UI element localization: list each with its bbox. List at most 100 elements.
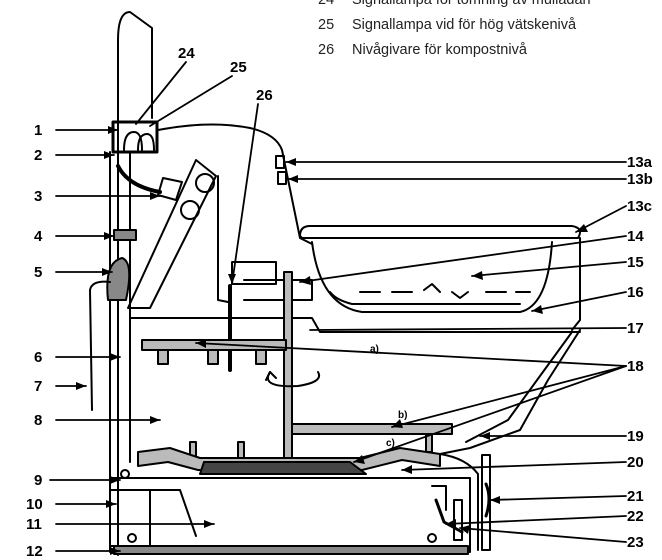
arrowhead — [354, 455, 365, 464]
leader-15 — [471, 261, 627, 277]
rotation-arrow — [267, 371, 320, 388]
callout-15: 15 — [627, 254, 644, 271]
callout-24: 24 — [178, 45, 195, 62]
leader-23 — [459, 527, 627, 543]
callout-8: 8 — [34, 412, 42, 429]
callout-7: 7 — [34, 378, 42, 395]
fan-box — [157, 177, 183, 201]
seat-lid — [299, 225, 581, 239]
bowl — [311, 241, 553, 313]
top-hood — [157, 123, 313, 245]
arrowhead — [446, 519, 456, 528]
arrowhead — [150, 192, 160, 200]
sublabel-b: b) — [398, 410, 407, 421]
callout-2: 2 — [34, 147, 42, 164]
callout-16: 16 — [627, 284, 644, 301]
callout-1: 1 — [34, 122, 42, 139]
callout-23: 23 — [627, 534, 644, 551]
part-22-bracket — [431, 485, 447, 511]
liquid-level — [359, 283, 531, 299]
callout-3: 3 — [34, 188, 42, 205]
arrowhead — [490, 496, 500, 504]
chamber-top — [129, 317, 581, 333]
bottom-plate-20 — [199, 461, 367, 475]
leader-18c — [353, 365, 627, 463]
leader-arrowheads — [76, 126, 588, 555]
part-5-handle — [106, 257, 131, 301]
part-9-pivot — [120, 469, 130, 479]
callout-13b: 13b — [627, 171, 653, 188]
callout-11: 11 — [26, 516, 42, 533]
arrowhead — [228, 274, 236, 284]
legend-text: Signallampa för tömning av mullådan — [352, 0, 591, 8]
callout-labels: 1 2 3 4 5 6 7 8 9 10 11 12 13a 13b 13c 1… — [26, 45, 653, 560]
lamp-24-bulb — [123, 131, 143, 151]
signal-lamp-housing — [111, 120, 159, 154]
arm-a-tine — [207, 349, 219, 365]
callout-25: 25 — [230, 59, 247, 76]
callout-13c: 13c — [627, 198, 652, 215]
legend-text: Nivågivare för kompostnivå — [352, 42, 527, 58]
leader-16 — [531, 291, 627, 312]
rotor-mount — [243, 279, 313, 301]
legend-text: Signallampa vid för hög vätskenivå — [352, 17, 577, 33]
arrowhead — [460, 525, 470, 534]
callout-14: 14 — [627, 228, 644, 245]
arrowhead — [532, 305, 543, 314]
front-panel — [481, 454, 491, 551]
callout-26: 26 — [256, 87, 273, 104]
rotor-axle — [283, 271, 293, 469]
chute-19-inner — [465, 331, 573, 443]
callout-13a: 13a — [627, 154, 653, 171]
fan-roller-2 — [180, 200, 200, 220]
arrowhead — [104, 151, 114, 159]
callout-9: 9 — [34, 472, 42, 489]
rotation-arrowhead — [265, 371, 277, 381]
leader-18a — [195, 342, 627, 367]
leader-20 — [401, 461, 627, 471]
arrowhead — [196, 339, 206, 348]
slanted-panel — [127, 159, 217, 309]
leader-21 — [489, 495, 627, 501]
button-13b — [277, 171, 287, 185]
lamp-25-bulb — [137, 133, 155, 151]
arrowhead — [300, 276, 311, 285]
front-lower-wall — [439, 453, 479, 551]
arrowhead — [110, 547, 120, 555]
lamp-cable — [116, 164, 162, 194]
callout-10: 10 — [26, 496, 43, 513]
rail-wheel — [127, 533, 137, 543]
leader-17 — [309, 327, 627, 331]
leader-14 — [299, 235, 627, 283]
callout-19: 19 — [627, 428, 644, 445]
arm-a-tine — [157, 349, 169, 365]
arrowhead — [110, 353, 120, 361]
callout-21: 21 — [627, 488, 644, 505]
legend-number: 24 — [318, 0, 335, 8]
arrowhead — [392, 419, 403, 428]
callout-22: 22 — [627, 508, 644, 525]
arrowhead — [102, 268, 112, 276]
rotor-arm-b — [291, 423, 453, 435]
vent-pipe — [117, 11, 153, 556]
arrowhead — [104, 232, 114, 240]
callout-4: 4 — [34, 228, 43, 245]
arrowhead — [288, 175, 298, 183]
rotor-arm-a — [141, 339, 287, 351]
front-upper-panel — [571, 237, 581, 331]
arrowhead — [150, 416, 160, 424]
callout-12: 12 — [26, 543, 43, 560]
leader-24 — [135, 61, 187, 125]
part-21-latch — [484, 482, 491, 518]
arm-a-tine — [255, 349, 267, 365]
callout-20: 20 — [627, 454, 644, 471]
arrowhead — [106, 500, 116, 508]
leader-18b — [391, 365, 627, 428]
rail-wheel — [427, 533, 437, 543]
fan-roller-1 — [195, 173, 215, 193]
arrowhead — [76, 382, 86, 390]
part-23-lever — [434, 498, 464, 534]
